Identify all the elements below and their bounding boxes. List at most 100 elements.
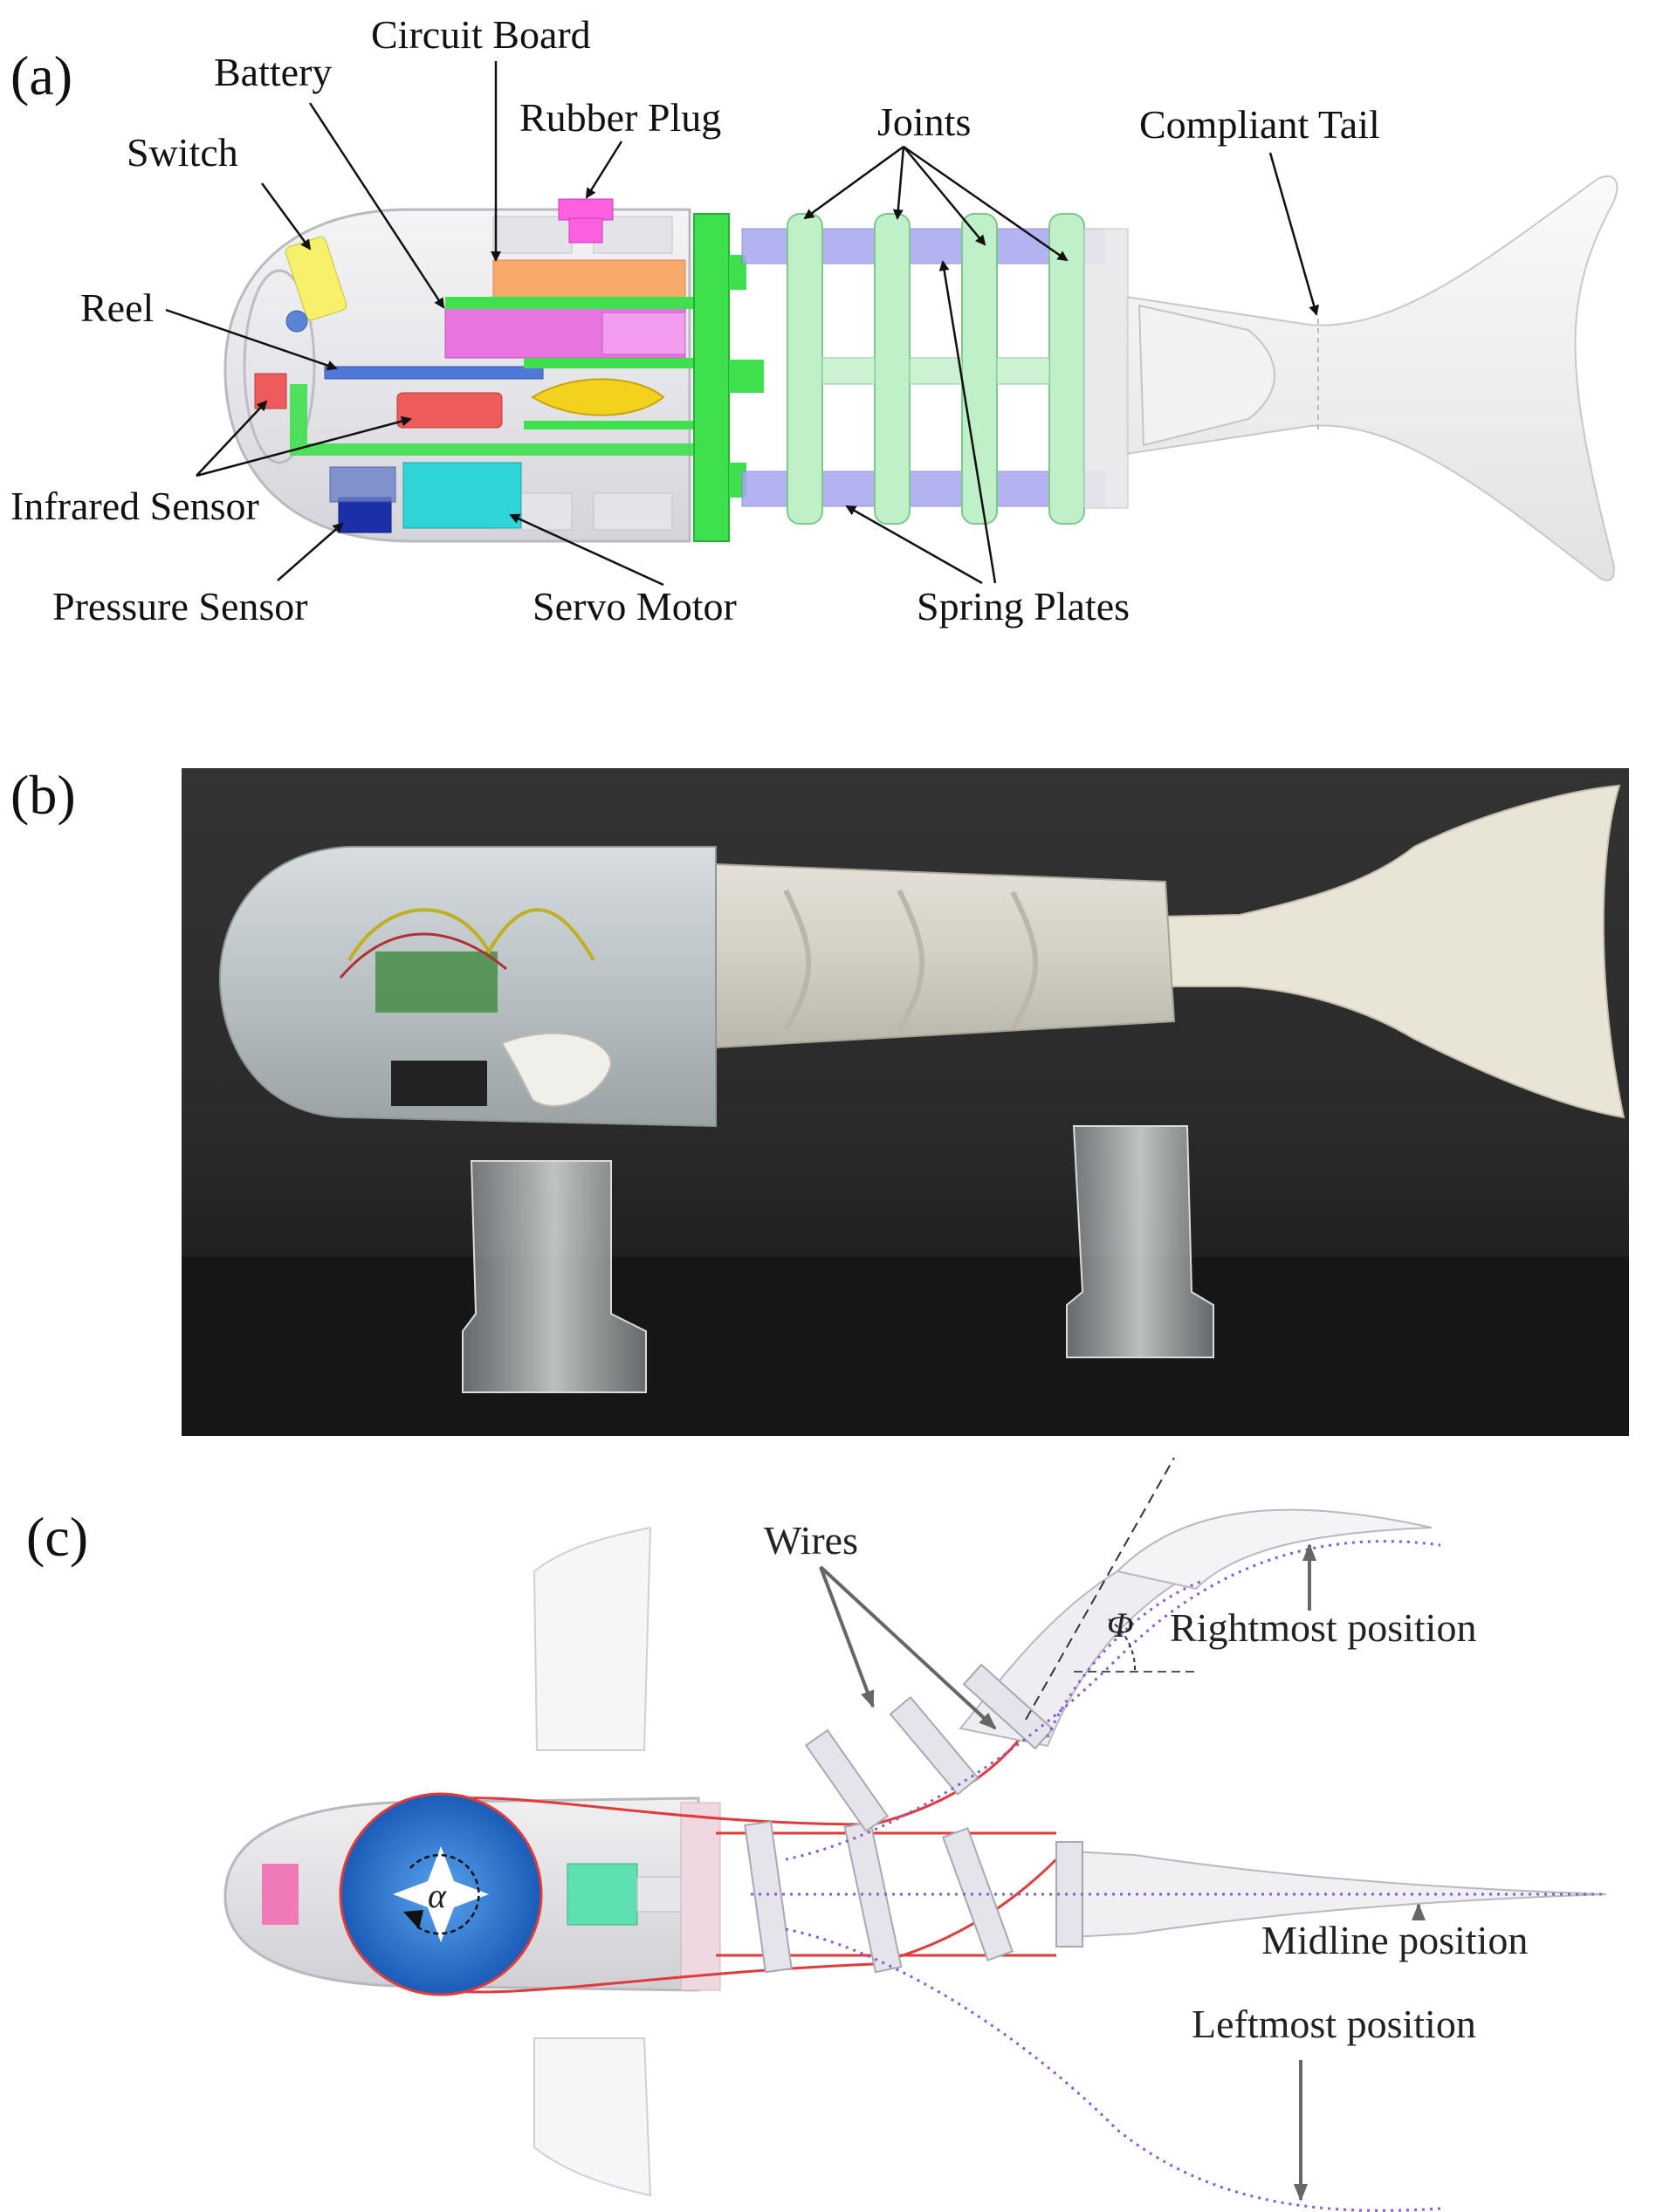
rubber-plug-stem bbox=[568, 217, 603, 244]
vertebra-4 bbox=[1055, 1841, 1083, 1948]
photo-electronics bbox=[375, 951, 498, 1013]
rubber-plug-part bbox=[558, 198, 614, 221]
joint-3 bbox=[961, 213, 998, 525]
label-compliant-tail: Compliant Tail bbox=[1139, 102, 1380, 147]
leader-battery bbox=[308, 102, 445, 309]
photo-body-rib-3 bbox=[1010, 890, 1039, 1030]
alpha-arrowhead bbox=[403, 1910, 423, 1929]
panel-b-tag: (b) bbox=[10, 764, 76, 826]
leader-servo-motor bbox=[509, 513, 664, 587]
label-leftmost-position: Leftmost position bbox=[1192, 2002, 1476, 2046]
panel-b-photo: (b) bbox=[0, 751, 1670, 1436]
panel-b-svg: (b) bbox=[10, 764, 1629, 1436]
photo-servo bbox=[391, 1061, 487, 1106]
photo-pectoral-fin bbox=[500, 1032, 613, 1108]
frame-hatch bbox=[680, 1802, 721, 1991]
label-circuit-board: Circuit Board bbox=[371, 12, 591, 57]
panel-a-tag: (a) bbox=[10, 45, 72, 106]
rightmost-tail-fin bbox=[1116, 1508, 1433, 1590]
bolt-lower-right bbox=[593, 492, 673, 531]
panel-a-cad-diagram: (a) Circuit Board Battery Rubber Plug bbox=[0, 0, 1670, 663]
green-bulkhead bbox=[693, 213, 730, 542]
tail-midline bbox=[1055, 1849, 1607, 1940]
label-switch: Switch bbox=[127, 130, 238, 175]
leader-joint-2 bbox=[892, 146, 905, 220]
head-plug bbox=[262, 1864, 299, 1925]
rear-stand bbox=[1066, 1125, 1214, 1358]
label-spring-plates: Spring Plates bbox=[917, 584, 1130, 629]
leader-switch bbox=[260, 182, 312, 251]
pressure-sensor-part bbox=[338, 497, 392, 533]
infrared-sensor-part-2 bbox=[396, 392, 503, 429]
photo-tail bbox=[1160, 784, 1625, 1119]
leader-spring-plates-2 bbox=[938, 260, 997, 584]
green-bar-lower bbox=[524, 421, 698, 429]
green-frame-bracket bbox=[290, 384, 698, 456]
dorsal-fin-upper bbox=[533, 1526, 652, 1751]
wire-upper bbox=[440, 1710, 1041, 1826]
wires-arrows bbox=[819, 1565, 997, 1730]
wires-arrow-1 bbox=[819, 1566, 875, 1708]
photo-body-rib-1 bbox=[783, 889, 812, 1032]
leader-rubber-plug bbox=[585, 141, 623, 199]
panel-a-svg: (a) Circuit Board Battery Rubber Plug bbox=[10, 12, 1618, 629]
vertebra-plates bbox=[744, 1663, 1083, 1974]
photo-body-rib-2 bbox=[897, 889, 925, 1032]
infrared-sensor-part-1 bbox=[254, 373, 287, 409]
joint-2 bbox=[874, 213, 911, 525]
label-rightmost-position: Rightmost position bbox=[1170, 1605, 1476, 1650]
leader-pressure-sensor bbox=[277, 522, 344, 581]
leader-compliant-tail bbox=[1268, 152, 1320, 316]
bolt-upper-left bbox=[492, 216, 573, 254]
dorsal-fin-lower bbox=[533, 2037, 652, 2197]
photo-floor bbox=[182, 1257, 1629, 1436]
label-rubber-plug: Rubber Plug bbox=[519, 95, 721, 140]
leader-reel bbox=[165, 308, 338, 371]
compliant-tail bbox=[1125, 175, 1618, 581]
tail-rightmost bbox=[959, 1508, 1433, 1748]
pulley-star bbox=[393, 1846, 489, 1942]
joint-connector-1 bbox=[821, 357, 876, 385]
joint-end-cap bbox=[1083, 228, 1129, 509]
label-reel: Reel bbox=[80, 285, 154, 330]
joint-4 bbox=[1048, 213, 1085, 525]
label-joints: Joints bbox=[877, 100, 971, 144]
leader-spring-plates-1 bbox=[845, 505, 983, 585]
photo-wires-red bbox=[339, 932, 507, 979]
vertebra-upper-1 bbox=[804, 1728, 890, 1833]
servo-motor-part bbox=[402, 462, 522, 529]
head-dome bbox=[243, 269, 316, 464]
motor-block bbox=[567, 1863, 638, 1926]
joint-connector-2 bbox=[909, 357, 963, 385]
tail-trajectories bbox=[751, 1540, 1606, 2212]
reel-part bbox=[324, 366, 544, 380]
leader-infrared-2 bbox=[196, 416, 412, 477]
wires-arrow-2 bbox=[819, 1565, 997, 1730]
leader-infrared-1 bbox=[196, 400, 268, 477]
phi-symbol: Φ bbox=[1107, 1605, 1133, 1645]
tail-cone bbox=[1137, 304, 1275, 447]
label-pressure-sensor: Pressure Sensor bbox=[52, 584, 308, 629]
trajectory-leftmost bbox=[785, 1927, 1441, 2212]
alpha-symbol: α bbox=[428, 1876, 447, 1915]
label-wires: Wires bbox=[764, 1518, 858, 1563]
vertebra-1 bbox=[744, 1820, 793, 1974]
label-servo-motor: Servo Motor bbox=[533, 584, 737, 629]
phi-tangent-line bbox=[1025, 1457, 1175, 1721]
vertebra-upper-3 bbox=[962, 1663, 1055, 1750]
panel-a-leader-lines bbox=[165, 61, 1320, 587]
label-battery: Battery bbox=[214, 50, 332, 94]
label-infrared-sensor: Infrared Sensor bbox=[10, 484, 259, 528]
panel-c-kinematic-diagram: (c) α bbox=[0, 1457, 1670, 2212]
label-midline-position: Midline position bbox=[1261, 1918, 1528, 1962]
vertebra-3 bbox=[941, 1827, 1014, 1961]
bulkhead-tab-mid bbox=[729, 360, 764, 393]
switch-knob bbox=[285, 310, 308, 333]
motor-cap bbox=[636, 1876, 682, 1913]
battery-top-plate bbox=[445, 297, 694, 309]
panel-c-svg: (c) α bbox=[26, 1457, 1607, 2212]
alpha-arc bbox=[409, 1853, 480, 1935]
leader-joint-4 bbox=[903, 145, 1069, 262]
front-stand bbox=[462, 1160, 647, 1393]
leader-joint-1 bbox=[803, 145, 904, 220]
